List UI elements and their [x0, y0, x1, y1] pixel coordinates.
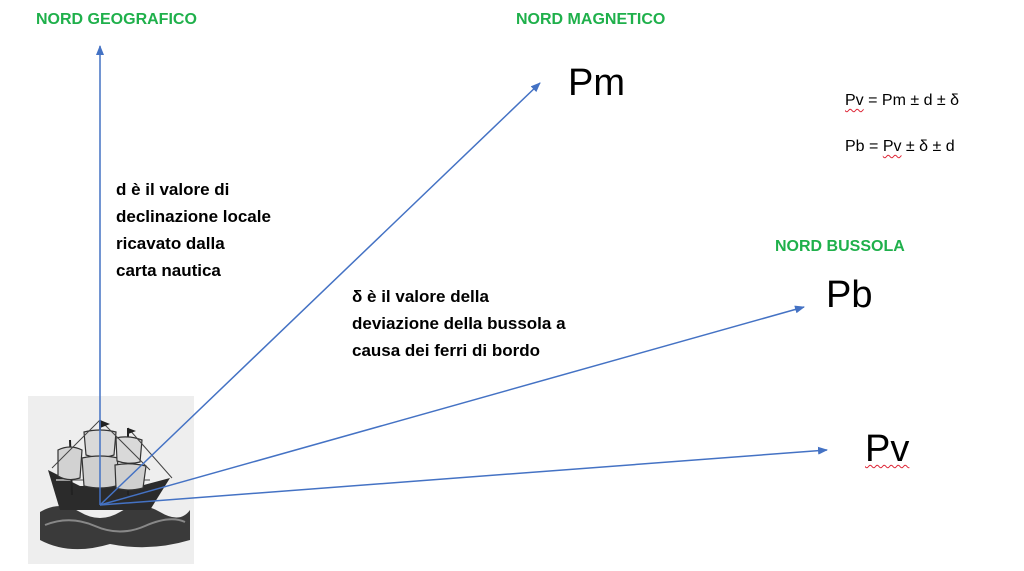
sailing-ship-icon — [28, 396, 194, 564]
label-pb: Pb — [826, 274, 873, 316]
note-declination-line: carta nautica — [116, 261, 221, 280]
arrow-nord-bussola — [99, 305, 805, 506]
label-pm: Pm — [568, 62, 625, 104]
formula-pb-rhs: ± δ ± d — [901, 138, 955, 155]
formula-pv: Pv = Pm ± d ± δ — [845, 92, 959, 110]
note-deviation: δ è il valore della deviazione della bus… — [352, 283, 566, 364]
arrow-pv — [99, 446, 828, 506]
note-declination-line: d è il valore di — [116, 180, 230, 199]
heading-nord-geografico: NORD GEOGRAFICO — [36, 11, 197, 28]
heading-nord-bussola: NORD BUSSOLA — [775, 238, 905, 255]
note-declination-line: declinazione locale — [116, 207, 271, 226]
arrow-nord-magnetico — [99, 82, 541, 506]
note-deviation-line: deviazione della bussola a — [352, 314, 566, 333]
formula-pb-lhs: Pb = — [845, 138, 883, 155]
note-declination: d è il valore di declinazione locale ric… — [116, 176, 271, 284]
note-declination-line: ricavato dalla — [116, 234, 225, 253]
heading-nord-magnetico: NORD MAGNETICO — [516, 11, 666, 28]
formula-pb: Pb = Pv ± δ ± d — [845, 138, 955, 156]
note-deviation-line: δ è il valore della — [352, 287, 489, 306]
label-pv-text: Pv — [865, 428, 910, 470]
formula-pb-mid: Pv — [882, 138, 902, 155]
formula-pv-lhs: Pv — [845, 92, 864, 109]
note-deviation-line: causa dei ferri di bordo — [352, 341, 540, 360]
label-pv: Pv — [865, 430, 909, 468]
formula-pv-rhs: = Pm ± d ± δ — [863, 92, 960, 109]
